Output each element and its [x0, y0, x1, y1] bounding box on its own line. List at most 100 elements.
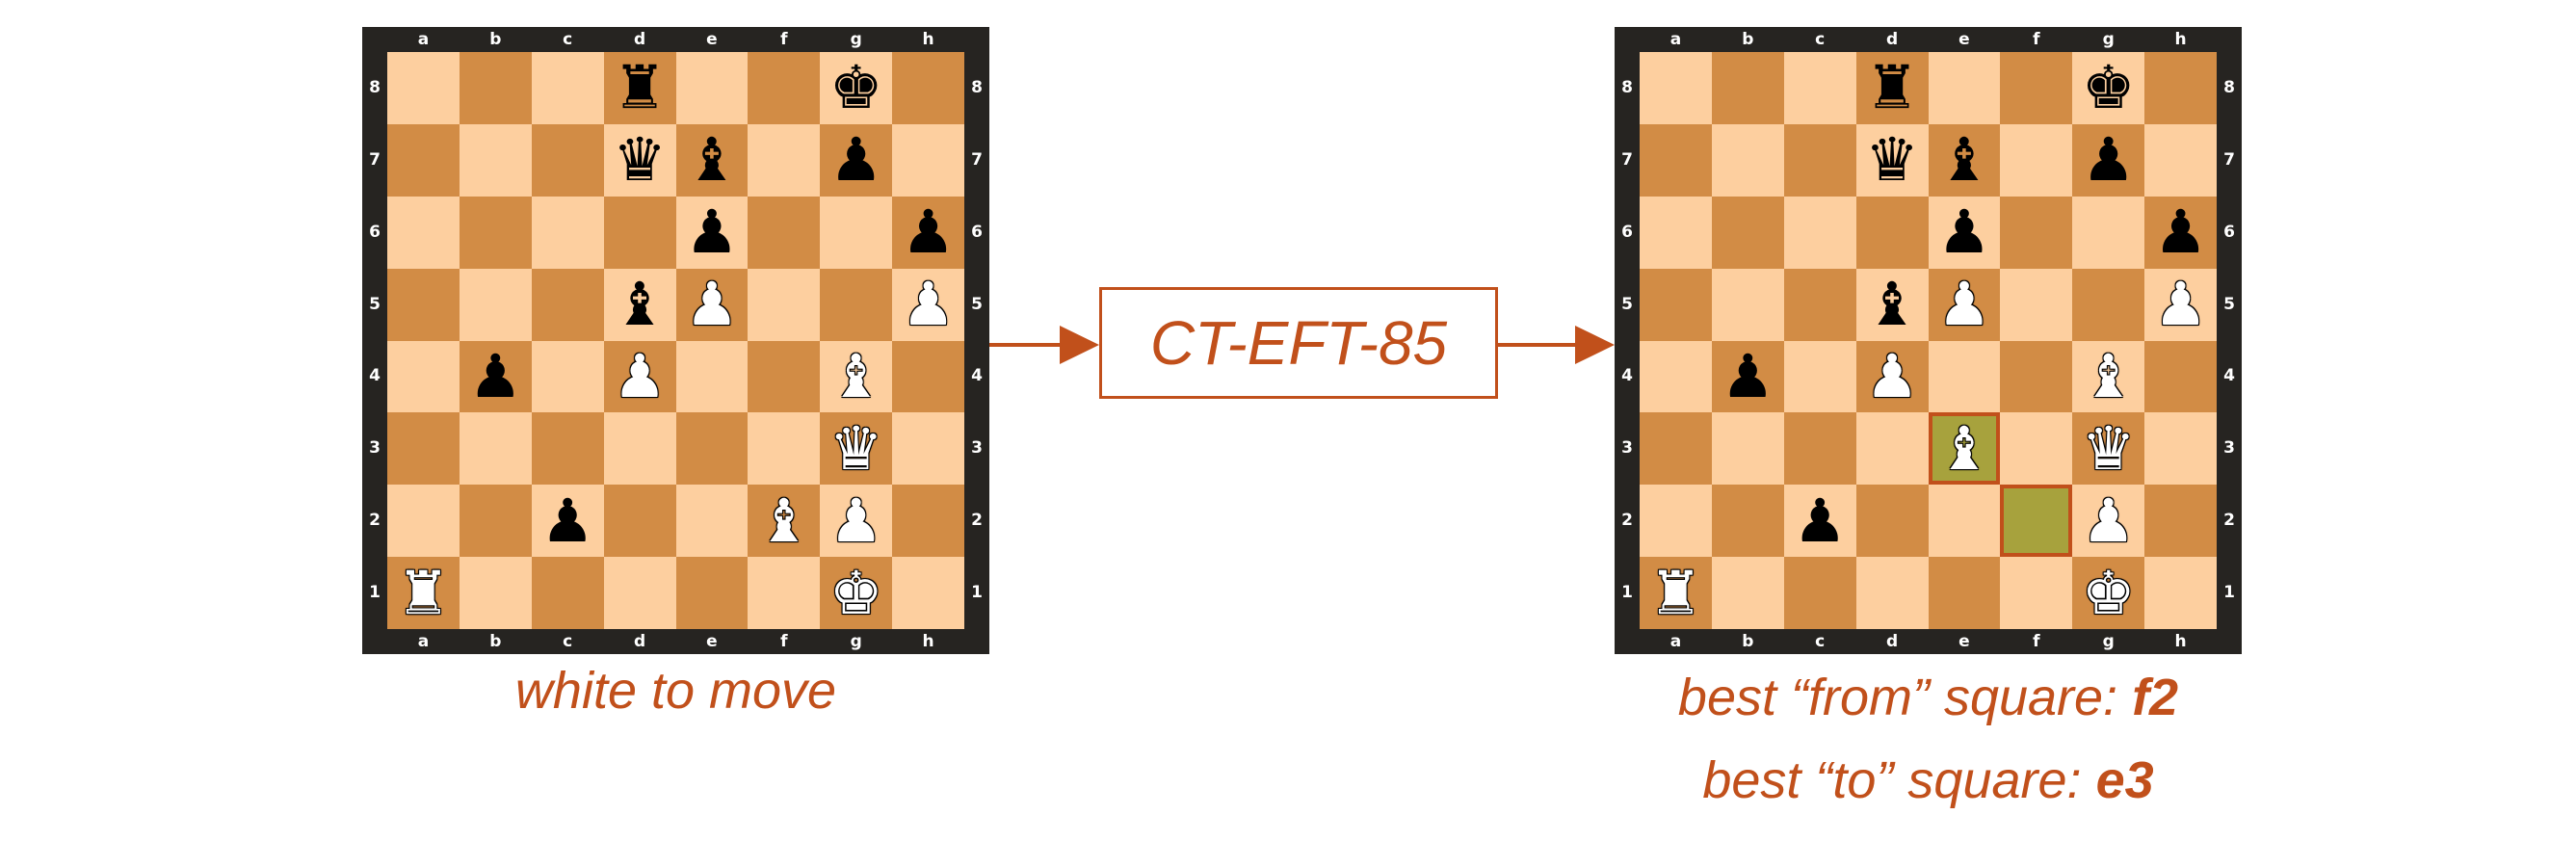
square-b2: [459, 485, 532, 558]
white-pawn-icon: ♟: [828, 485, 883, 556]
black-pawn-icon: ♟: [2153, 197, 2208, 268]
file-label: g: [850, 631, 862, 651]
square-a3: [387, 412, 460, 486]
square-h1: [2144, 557, 2217, 629]
model-label: CT-EFT-85: [1149, 308, 1448, 378]
square-f8: [748, 52, 821, 124]
file-label: b: [1742, 29, 1754, 49]
square-g3: ♛: [2072, 412, 2145, 486]
square-f3: [748, 412, 821, 486]
to-prefix: best “to” square:: [1702, 751, 2096, 809]
file-label: h: [2174, 631, 2187, 651]
rank-label: 7: [1621, 149, 1633, 170]
square-e1: [675, 557, 749, 629]
square-a7: [387, 123, 460, 197]
to-square: e3: [2095, 751, 2154, 809]
rank-label: 2: [369, 511, 381, 531]
black-pawn-icon: ♟: [540, 485, 594, 556]
arrow-board-to-model: [989, 326, 1099, 364]
square-b6: [1711, 196, 1784, 269]
rank-label: 1: [1621, 583, 1633, 603]
black-pawn-icon: ♟: [901, 197, 956, 268]
square-f4: [748, 340, 821, 413]
square-a1: ♜: [387, 557, 460, 629]
square-h5: ♟: [2144, 268, 2217, 341]
right-caption-to: best “to” square: e3: [1518, 750, 2338, 810]
rank-label: 4: [2223, 366, 2235, 386]
square-c6: [531, 196, 604, 269]
square-f4: [2000, 340, 2073, 413]
square-f5: [2000, 268, 2073, 341]
square-h3: [892, 412, 964, 486]
square-g8: ♚: [2072, 52, 2145, 124]
square-h8: [892, 52, 964, 124]
white-bishop-icon: ♝: [757, 485, 811, 556]
square-b1: [1711, 557, 1784, 629]
file-label: b: [1742, 631, 1754, 651]
square-d1: [1855, 557, 1929, 629]
square-e7: ♝: [1928, 123, 2001, 197]
black-bishop-icon: ♝: [613, 269, 667, 340]
black-bishop-icon: ♝: [1865, 269, 1919, 340]
square-a5: [1640, 268, 1712, 341]
file-label: b: [489, 29, 502, 49]
square-a6: [387, 196, 460, 269]
square-b3: [1711, 412, 1784, 486]
file-label: d: [1885, 631, 1899, 651]
square-h4: [892, 340, 964, 413]
square-f6: [748, 196, 821, 269]
square-d8: ♜: [1855, 52, 1929, 124]
rank-label: 3: [369, 438, 381, 459]
square-e1: [1928, 557, 2001, 629]
square-b6: [459, 196, 532, 269]
square-a2: [387, 485, 460, 558]
square-g6: [2072, 196, 2145, 269]
rank-label: 8: [369, 77, 381, 97]
square-c5: [531, 268, 604, 341]
rank-label: 5: [1621, 294, 1633, 314]
square-e5: ♟: [675, 268, 749, 341]
square-a7: [1640, 123, 1712, 197]
file-label: d: [633, 631, 646, 651]
board-grid: ♜♚♛♝♟♟♟♝♟♟♟♟♝♝♛♟♟♜♚: [1640, 52, 2217, 629]
square-a8: [387, 52, 460, 124]
square-e3: [675, 412, 749, 486]
square-f6: [2000, 196, 2073, 269]
square-a8: [1640, 52, 1712, 124]
square-d5: ♝: [1855, 268, 1929, 341]
square-h6: ♟: [892, 196, 964, 269]
square-g5: [2072, 268, 2145, 341]
rank-label: 7: [2223, 149, 2235, 170]
file-label: d: [1885, 29, 1899, 49]
rank-label: 5: [971, 294, 983, 314]
left-caption: white to move: [514, 662, 837, 720]
black-pawn-icon: ♟: [2081, 124, 2136, 196]
square-b4: ♟: [459, 340, 532, 413]
rank-label: 6: [2223, 222, 2235, 242]
rank-label: 8: [1621, 77, 1633, 97]
black-queen-icon: ♛: [1865, 124, 1919, 196]
square-e7: ♝: [675, 123, 749, 197]
square-d5: ♝: [603, 268, 676, 341]
square-c2: ♟: [531, 485, 604, 558]
rank-label: 1: [369, 583, 381, 603]
square-a1: ♜: [1640, 557, 1712, 629]
rank-label: 8: [971, 77, 983, 97]
square-h1: [892, 557, 964, 629]
square-d7: ♛: [603, 123, 676, 197]
square-e6: ♟: [675, 196, 749, 269]
square-g8: ♚: [820, 52, 893, 124]
square-e4: [675, 340, 749, 413]
square-c1: [531, 557, 604, 629]
white-queen-icon: ♛: [2081, 412, 2136, 484]
rank-label: 2: [2223, 511, 2235, 531]
rank-label: 6: [369, 222, 381, 242]
square-a6: [1640, 196, 1712, 269]
square-f7: [748, 123, 821, 197]
black-king-icon: ♚: [2081, 52, 2136, 123]
rank-label: 2: [1621, 511, 1633, 531]
square-c7: [531, 123, 604, 197]
square-c8: [1783, 52, 1856, 124]
